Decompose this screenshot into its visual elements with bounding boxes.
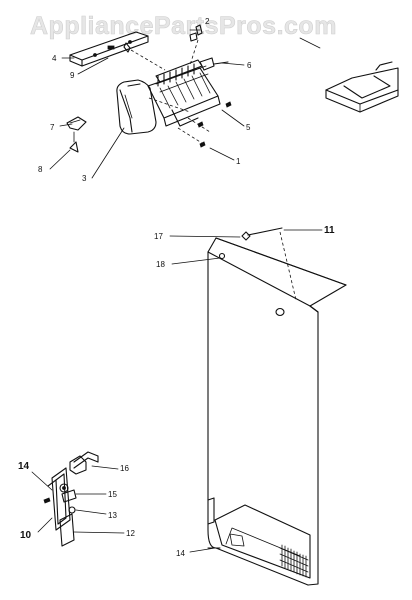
callout-6: 6 (247, 61, 252, 70)
callout-5: 5 (246, 123, 251, 132)
callout-16: 16 (120, 464, 129, 473)
callout-1: 1 (236, 157, 241, 166)
site-watermark: AppliancePartsPros.com (30, 12, 337, 41)
ice-mold-tray (147, 57, 229, 127)
callout-8: 8 (38, 165, 43, 174)
callout-15: 15 (108, 490, 117, 499)
callout-13: 13 (108, 511, 117, 520)
callout-3: 3 (82, 174, 87, 183)
callout-7: 7 (50, 123, 55, 132)
callout-11: 11 (324, 225, 335, 236)
callout-2: 2 (205, 17, 210, 26)
ice-maker-assembly (66, 24, 232, 153)
mounting-bracket (69, 31, 149, 67)
callout-4: 4 (52, 54, 57, 63)
callout-10: 10 (20, 530, 32, 541)
small-cover (66, 116, 87, 131)
wire-clip (69, 131, 79, 153)
ice-maker-housing (116, 79, 157, 135)
water-fitting (189, 24, 203, 42)
bracket-screw (123, 42, 131, 53)
ice-bucket (325, 61, 399, 113)
callout-labels: 2 4 9 6 7 5 1 8 3 11 17 18 14 16 15 13 1… (18, 17, 335, 558)
leader-lines (31, 29, 323, 553)
callout-12: 12 (126, 529, 135, 538)
callout-18: 18 (156, 260, 165, 269)
callout-17: 17 (154, 232, 163, 241)
callout-9: 9 (70, 71, 75, 80)
grille-vents (279, 544, 309, 578)
callout-14-left: 14 (18, 461, 30, 472)
door-panel (207, 227, 347, 586)
callout-14-door: 14 (176, 549, 185, 558)
damper-switch-assembly (43, 451, 99, 547)
tray-screws (197, 101, 232, 148)
